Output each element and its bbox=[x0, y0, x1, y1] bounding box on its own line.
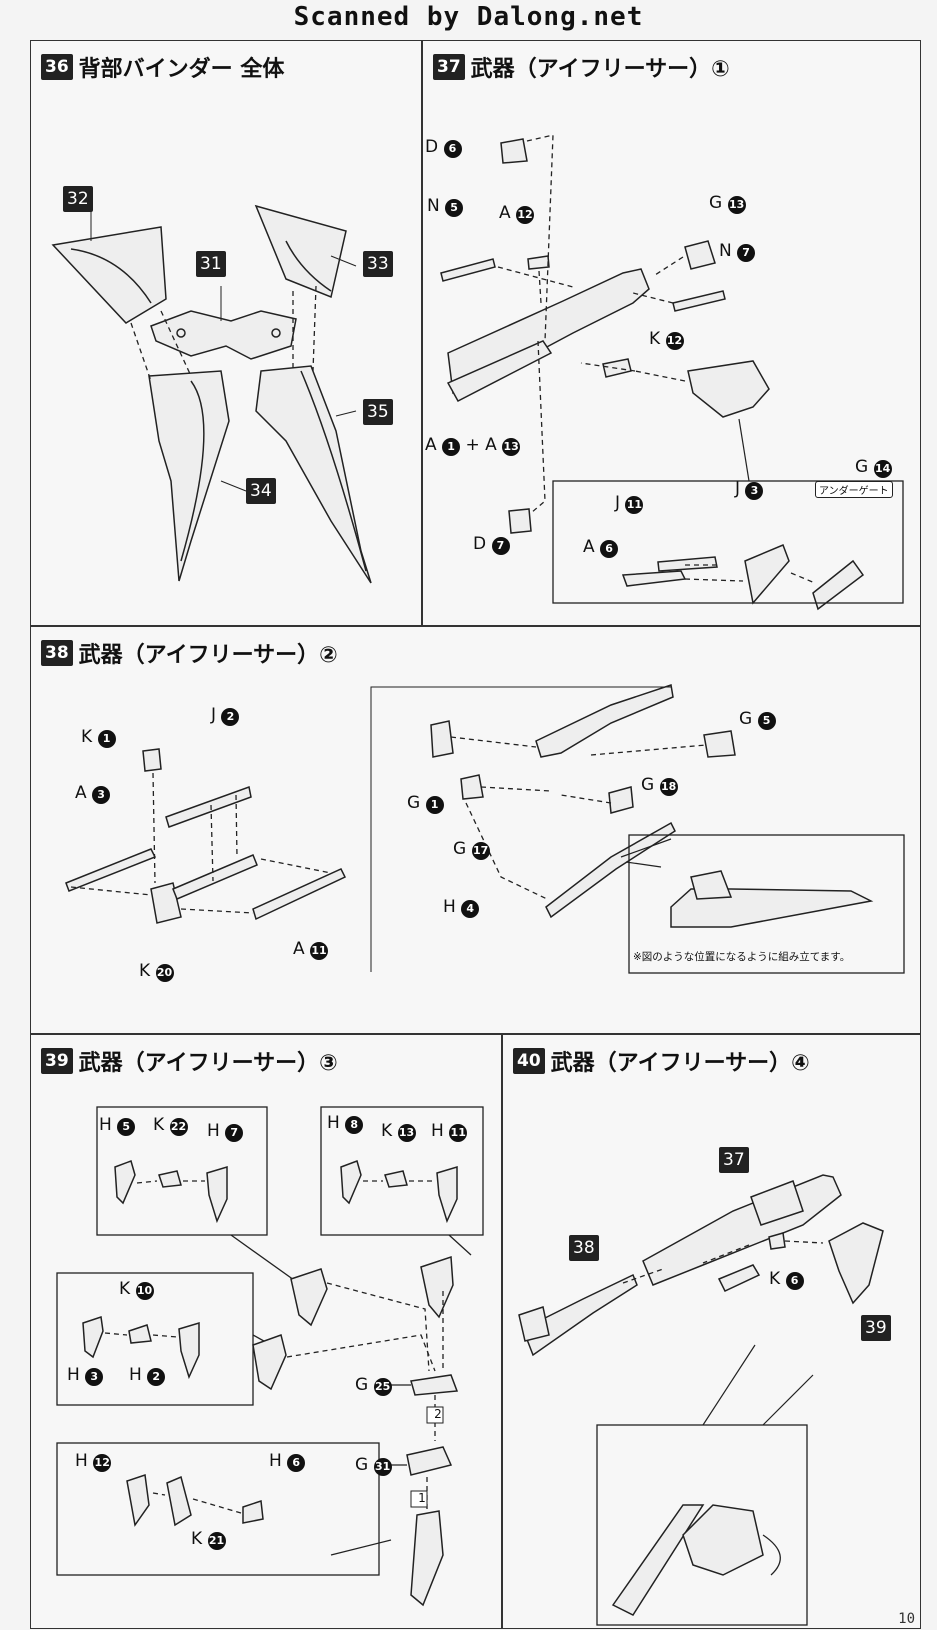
part-k13: K 13 bbox=[381, 1121, 416, 1142]
part-g1: G 1 bbox=[407, 793, 444, 814]
step-36-panel: 36 背部バインダー 全体 3 bbox=[30, 40, 422, 626]
part-a6: A 6 bbox=[583, 537, 619, 558]
step-38-panel: 38 武器（アイフリーサー）② bbox=[30, 626, 921, 1034]
part-k21: K 21 bbox=[191, 1529, 226, 1550]
part-j2: J 2 bbox=[211, 705, 240, 726]
label-32: 32 bbox=[63, 186, 99, 212]
part-h6: H 6 bbox=[269, 1451, 306, 1472]
step-40-title: 40 武器（アイフリーサー）④ bbox=[513, 1045, 810, 1077]
step-number: 40 bbox=[513, 1048, 545, 1074]
label-33: 33 bbox=[363, 251, 399, 277]
part-g31: G 31 bbox=[355, 1455, 392, 1476]
step-38-diagram bbox=[65, 684, 905, 974]
step-40-diagram bbox=[518, 1174, 884, 1626]
part-33-shape bbox=[254, 204, 347, 299]
part-h5: H 5 bbox=[99, 1115, 136, 1136]
part-n7: N 7 bbox=[719, 241, 756, 262]
part-k6: K 6 bbox=[769, 1269, 804, 1290]
step-38-title: 38 武器（アイフリーサー）② bbox=[41, 637, 338, 669]
label-39: 39 bbox=[861, 1315, 897, 1341]
part-h12: H 12 bbox=[75, 1451, 112, 1472]
part-h3: H 3 bbox=[67, 1365, 104, 1386]
label-34: 34 bbox=[246, 478, 282, 504]
part-d6: D 6 bbox=[425, 137, 462, 158]
part-k10: K 10 bbox=[119, 1279, 154, 1300]
part-a1-a13: A 1 + A 13 bbox=[425, 435, 521, 456]
part-k20: K 20 bbox=[139, 961, 174, 982]
step-36-diagram bbox=[51, 204, 372, 584]
part-g18: G 18 bbox=[641, 775, 678, 796]
part-k1: K 1 bbox=[81, 727, 116, 748]
assembly-note: ※図のような位置になるように組み立てます。 bbox=[633, 951, 851, 963]
part-k12: K 12 bbox=[649, 329, 684, 350]
step-39-title: 39 武器（アイフリーサー）③ bbox=[41, 1045, 338, 1077]
step-number: 37 bbox=[433, 54, 465, 80]
part-k22: K 22 bbox=[153, 1115, 188, 1136]
step-37-title: 37 武器（アイフリーサー）① bbox=[433, 51, 730, 83]
part-h2: H 2 bbox=[129, 1365, 166, 1386]
plus-sign: + bbox=[465, 435, 480, 455]
label-31: 31 bbox=[196, 251, 232, 277]
part-n5: N 5 bbox=[427, 196, 464, 217]
part-a3: A 3 bbox=[75, 783, 111, 804]
scan-banner: Scanned by Dalong.net bbox=[293, 2, 644, 32]
part-32-shape bbox=[51, 226, 167, 324]
label-38: 38 bbox=[569, 1235, 605, 1261]
step-39-panel: 39 武器（アイフリーサー）③ bbox=[30, 1034, 502, 1629]
label-37: 37 bbox=[719, 1147, 755, 1173]
part-j11: J 11 bbox=[615, 493, 644, 514]
part-number-badge: 6 bbox=[443, 140, 462, 158]
part-35-shape bbox=[255, 365, 372, 584]
step-number: 39 bbox=[41, 1048, 73, 1074]
step-number: 36 bbox=[41, 54, 73, 80]
step-title-text: 武器（アイフリーサー）③ bbox=[78, 1051, 338, 1076]
part-h7: H 7 bbox=[207, 1121, 244, 1142]
step-number: 38 bbox=[41, 640, 73, 666]
part-j3: J 3 bbox=[735, 479, 764, 500]
part-h11: H 11 bbox=[431, 1121, 468, 1142]
order-2: 2 bbox=[434, 1407, 442, 1421]
step-37-diagram bbox=[440, 134, 904, 611]
page-number: 10 bbox=[898, 1611, 915, 1627]
part-34-shape bbox=[148, 370, 230, 582]
step-40-panel: 40 武器（アイフリーサー）④ 37 38 39 K 6 bbox=[502, 1034, 921, 1629]
step-37-panel: 37 武器（アイフリーサー）① bbox=[422, 40, 921, 626]
part-h8: H 8 bbox=[327, 1113, 364, 1134]
part-g13: G 13 bbox=[709, 193, 746, 214]
step-36-title: 36 背部バインダー 全体 bbox=[41, 51, 284, 83]
under-gate-tag: アンダーゲート bbox=[815, 481, 893, 498]
step-title-text: 武器（アイフリーサー）④ bbox=[550, 1051, 810, 1076]
step-title-text: 武器（アイフリーサー）② bbox=[78, 643, 338, 668]
part-31-shape bbox=[150, 310, 297, 360]
step-title-text: 背部バインダー 全体 bbox=[78, 57, 285, 82]
step-title-text: 武器（アイフリーサー）① bbox=[470, 57, 730, 82]
part-g25: G 25 bbox=[355, 1375, 392, 1396]
step-39-diagram bbox=[56, 1106, 484, 1607]
part-d7: D 7 bbox=[473, 534, 510, 555]
part-g5: G 5 bbox=[739, 709, 776, 730]
label-35: 35 bbox=[363, 399, 399, 425]
part-a11: A 11 bbox=[293, 939, 329, 960]
part-g17: G 17 bbox=[453, 839, 490, 860]
part-a12: A 12 bbox=[499, 203, 535, 224]
order-1: 1 bbox=[418, 1491, 426, 1505]
part-g14: G 14 bbox=[855, 457, 892, 478]
part-h4: H 4 bbox=[443, 897, 480, 918]
